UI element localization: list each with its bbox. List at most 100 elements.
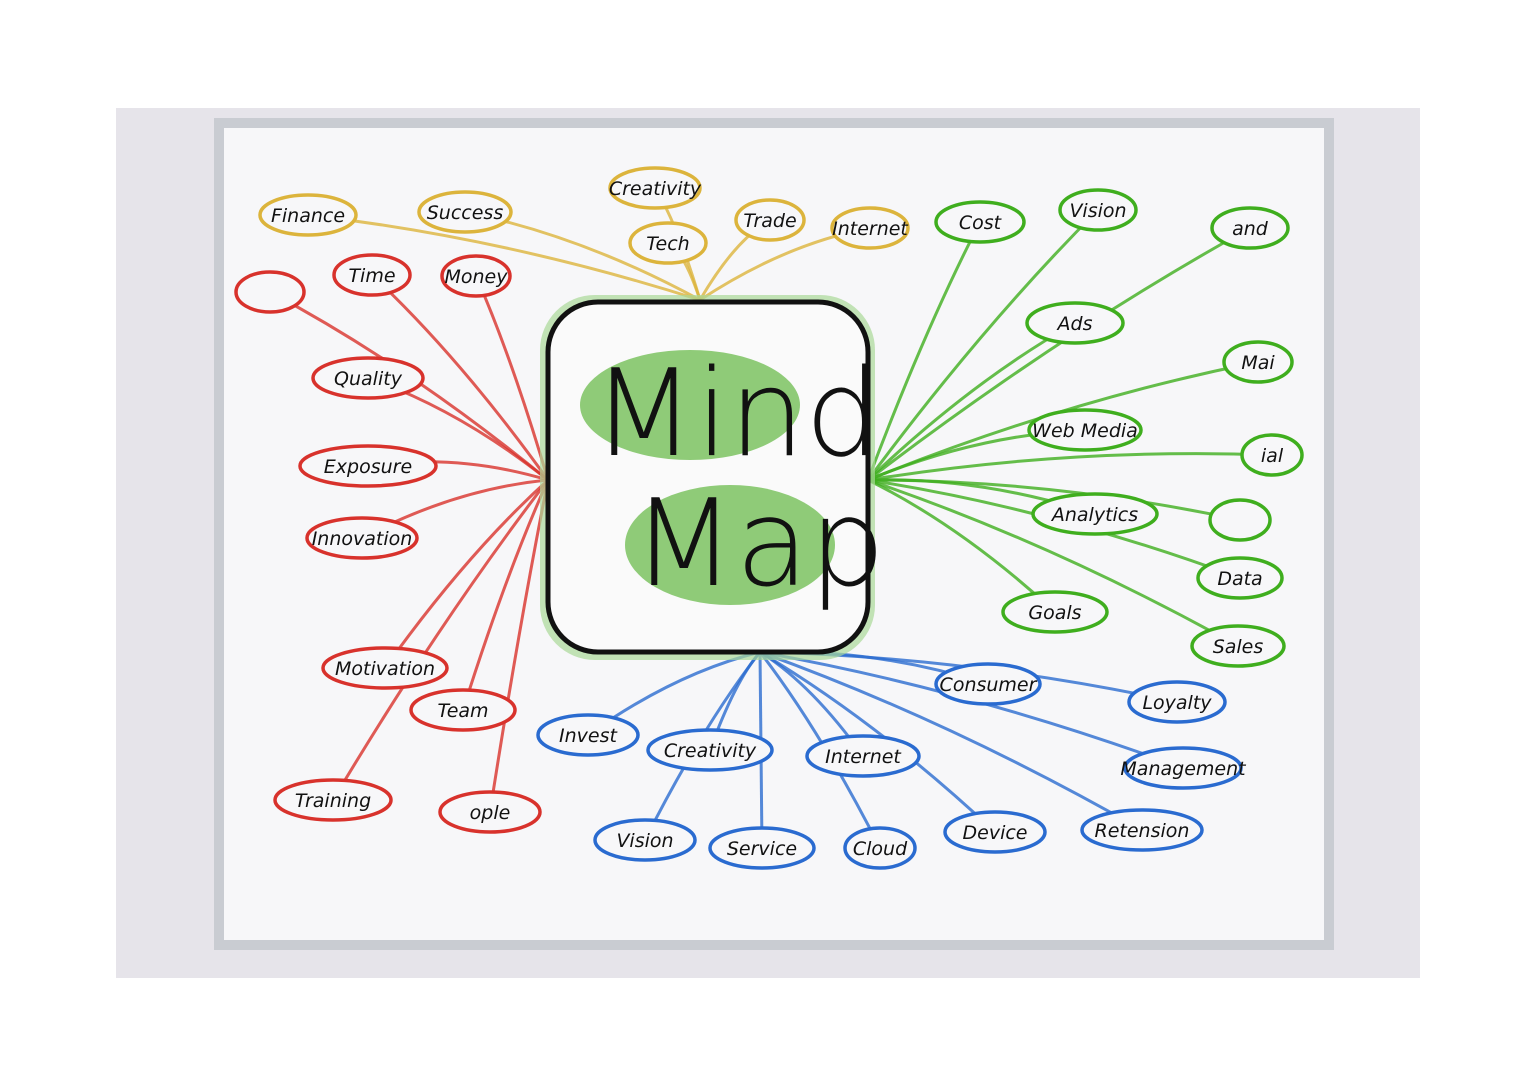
mind-map-node-red: Time — [332, 253, 412, 297]
mind-map-node-yellow: Tech — [628, 221, 708, 265]
node-label: Retension — [1095, 820, 1190, 842]
connector-red — [370, 273, 550, 481]
node-label: Invest — [559, 725, 618, 747]
node-label: Tech — [646, 233, 689, 255]
node-label: ial — [1261, 445, 1284, 467]
connector-green — [866, 221, 982, 481]
connector-yellow — [307, 213, 701, 302]
node-outline — [536, 713, 640, 757]
node-outline — [628, 221, 708, 265]
mind-map-node-green: Cost — [934, 200, 1026, 244]
connector-green — [867, 452, 1273, 482]
mind-map-node-yellow: Creativity — [608, 166, 702, 210]
node-label: Analytics — [1050, 504, 1138, 526]
node-label: Team — [437, 700, 488, 722]
node-outline — [1031, 492, 1159, 536]
mind-map-node-blue: Device — [943, 810, 1047, 854]
mind-map-node-red: Money — [440, 254, 512, 298]
connector-red — [331, 479, 550, 801]
mind-map-node-blue: Creativity — [646, 728, 774, 772]
node-outline — [1123, 746, 1243, 790]
mind-map-node-blue: Consumer — [934, 662, 1042, 706]
node-label: Management — [1120, 758, 1247, 780]
node-outline — [734, 198, 806, 242]
mind-map-node-green: Ads — [1025, 301, 1125, 345]
node-outline — [1058, 188, 1138, 232]
node-outline — [438, 790, 542, 834]
node-label: Mai — [1241, 352, 1275, 374]
mind-map-node-blue: Service — [708, 826, 816, 870]
mind-map-node-red: Exposure — [298, 444, 438, 488]
node-outline — [234, 270, 306, 314]
mind-map-node-green: ial — [1240, 433, 1304, 477]
node-outline — [1027, 408, 1143, 452]
node-label: and — [1232, 218, 1269, 240]
node-outline — [332, 253, 412, 297]
node-label: Quality — [334, 368, 403, 390]
connector-blue — [758, 651, 882, 849]
node-label: Goals — [1028, 602, 1081, 624]
mind-map-node-red: Quality — [311, 356, 425, 400]
mind-map-node-green: and — [1210, 206, 1290, 250]
node-outline — [593, 818, 697, 862]
node-label: Sales — [1213, 636, 1264, 658]
node-outline — [1001, 590, 1109, 634]
center-title-line2: Map — [632, 475, 885, 614]
node-label: Success — [427, 202, 504, 224]
mind-map-node-blue: Invest — [536, 713, 640, 757]
mind-map-node-green: Sales — [1190, 624, 1286, 668]
node-label: ople — [470, 802, 511, 824]
mind-map-node-green: Mai — [1222, 340, 1294, 384]
connector-red — [383, 478, 550, 669]
node-label: Finance — [271, 205, 345, 227]
connector-blue — [759, 650, 1143, 832]
node-outline — [1222, 340, 1294, 384]
node-outline — [1025, 301, 1125, 345]
node-outline — [708, 826, 816, 870]
node-label: Money — [445, 266, 509, 288]
connector-blue — [759, 650, 997, 834]
node-outline — [805, 734, 921, 778]
node-outline — [321, 646, 449, 690]
node-label: Training — [295, 790, 371, 812]
node-outline — [1240, 433, 1304, 477]
mind-map-node-blue: Internet — [805, 734, 921, 778]
node-label: Internet — [825, 746, 902, 768]
mind-map-node-green: Web Media — [1027, 408, 1143, 452]
node-label: Consumer — [940, 674, 1038, 696]
mind-map-node-red: Innovation — [305, 516, 419, 560]
mind-map-node-yellow: Finance — [258, 193, 358, 237]
connector-green — [867, 478, 1057, 614]
node-outline — [1208, 498, 1272, 542]
mind-map-node-red: Motivation — [321, 646, 449, 690]
node-outline — [934, 662, 1042, 706]
mind-map-node-yellow: Trade — [734, 198, 806, 242]
node-label: Web Media — [1032, 420, 1138, 442]
node-label: Vision — [1069, 200, 1126, 222]
node-label: Time — [348, 265, 395, 287]
node-outline — [409, 688, 517, 732]
node-label: Motivation — [335, 658, 435, 680]
node-label: Creativity — [609, 178, 702, 200]
connector-green — [867, 226, 1251, 482]
node-label: Trade — [743, 210, 796, 232]
node-outline — [1196, 556, 1284, 600]
mind-map-node-yellow: Success — [417, 190, 513, 234]
node-outline — [305, 516, 419, 560]
mind-map-node-blue: Management — [1120, 746, 1247, 790]
mind-map-node-green: Vision — [1058, 188, 1138, 232]
node-label: Service — [727, 838, 797, 860]
mind-map-node-green — [1208, 498, 1272, 542]
mind-map-node-blue: Cloud — [843, 826, 917, 870]
node-outline — [417, 190, 513, 234]
node-label: Innovation — [312, 528, 413, 550]
connector-red — [461, 479, 550, 711]
node-outline — [1127, 680, 1227, 724]
node-outline — [1190, 624, 1286, 668]
mind-map-node-red: Training — [273, 778, 393, 822]
mind-map-node-blue: Vision — [593, 818, 697, 862]
node-label: Cloud — [853, 838, 908, 860]
node-label: Creativity — [664, 740, 757, 762]
node-label: Data — [1217, 568, 1262, 590]
